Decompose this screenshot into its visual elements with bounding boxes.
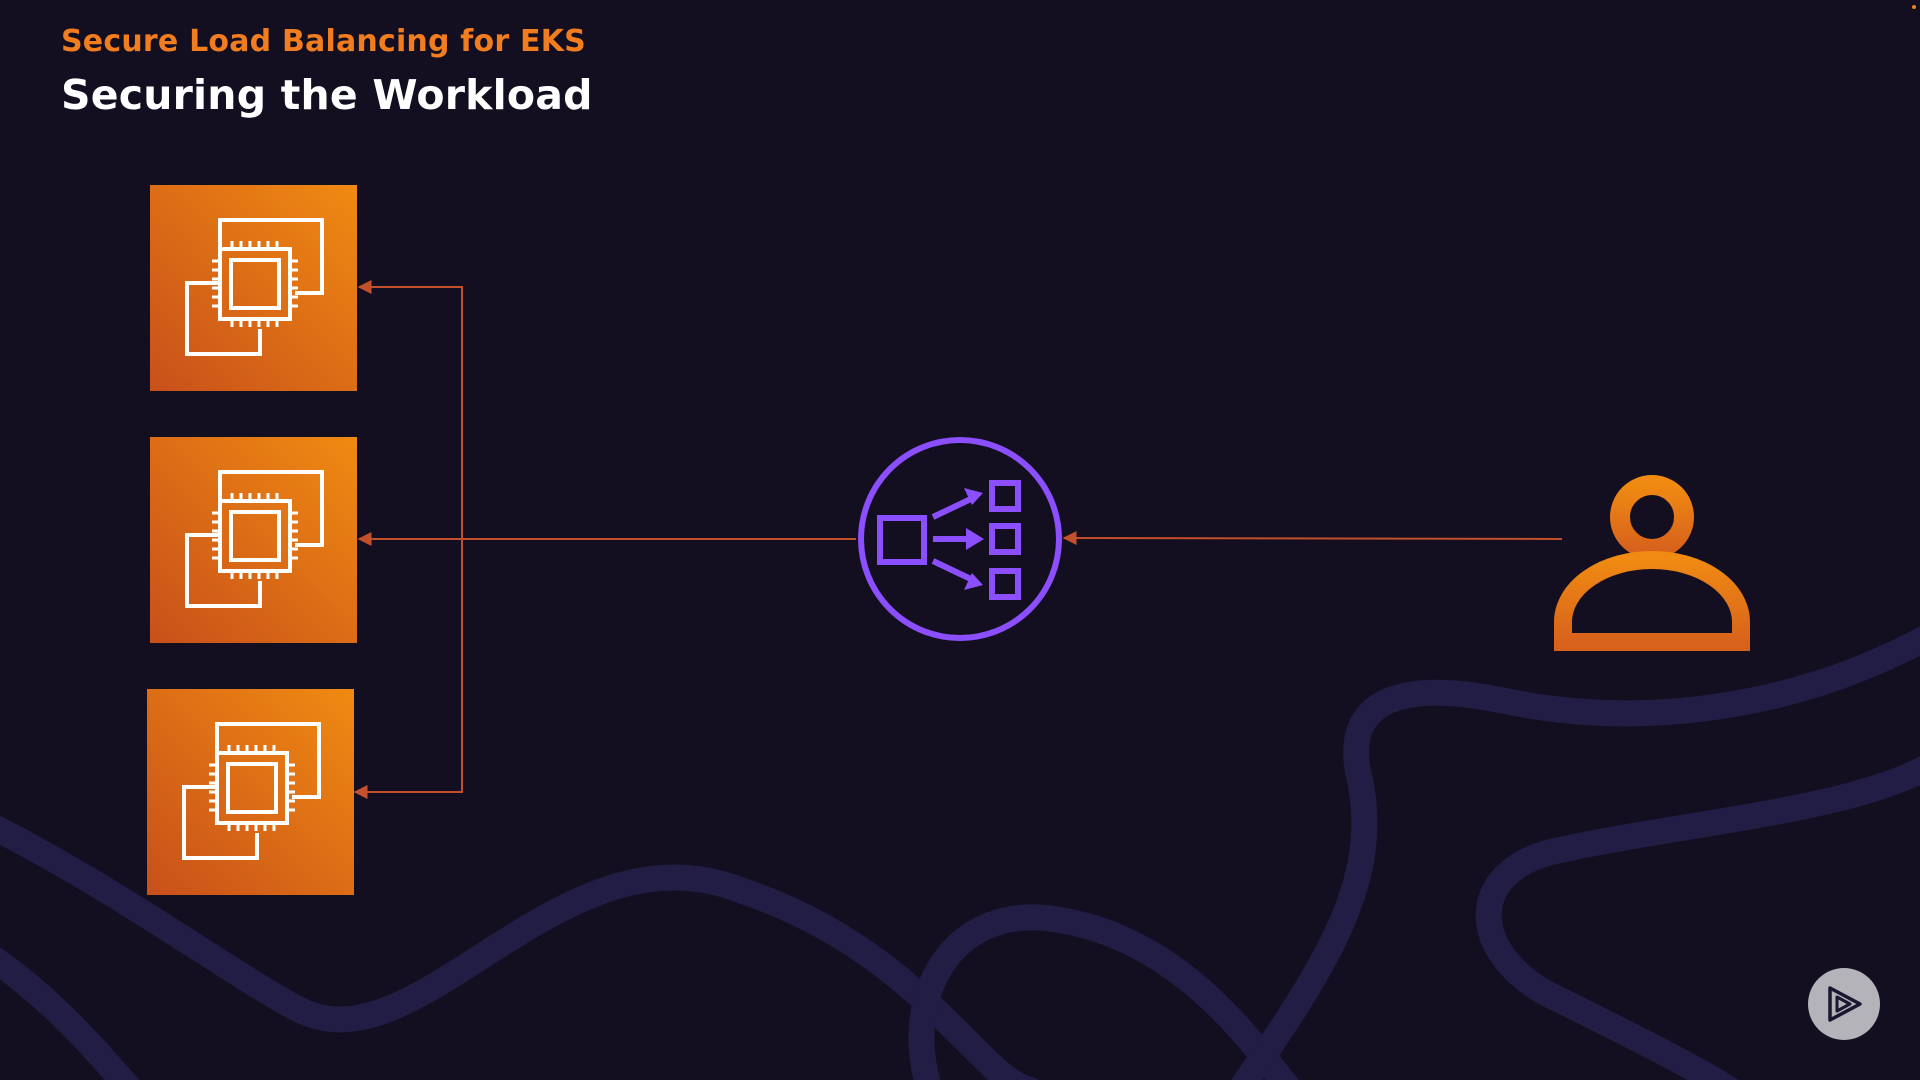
- arrow-lb-to-instance-3: [353, 539, 463, 799]
- slide-title: Securing the Workload: [61, 71, 593, 119]
- ec2-instance-icon: [150, 185, 357, 391]
- elastic-load-balancer-icon: [858, 437, 1062, 641]
- play-logo-button[interactable]: [1808, 968, 1880, 1040]
- slide-subtitle: Secure Load Balancing for EKS: [61, 24, 586, 59]
- arrow-user-to-load-balancer: [1062, 531, 1563, 546]
- corner-indicator: [1912, 5, 1916, 9]
- arrow-lb-to-instance-1: [357, 280, 463, 539]
- ec2-instance-icon: [150, 437, 357, 643]
- play-logo-icon: [1828, 986, 1862, 1022]
- ec2-instance-icon: [147, 689, 354, 895]
- user-icon: [1554, 475, 1750, 651]
- slide-header: Secure Load Balancing for EKS Securing t…: [61, 22, 593, 120]
- connectors: [353, 280, 1563, 799]
